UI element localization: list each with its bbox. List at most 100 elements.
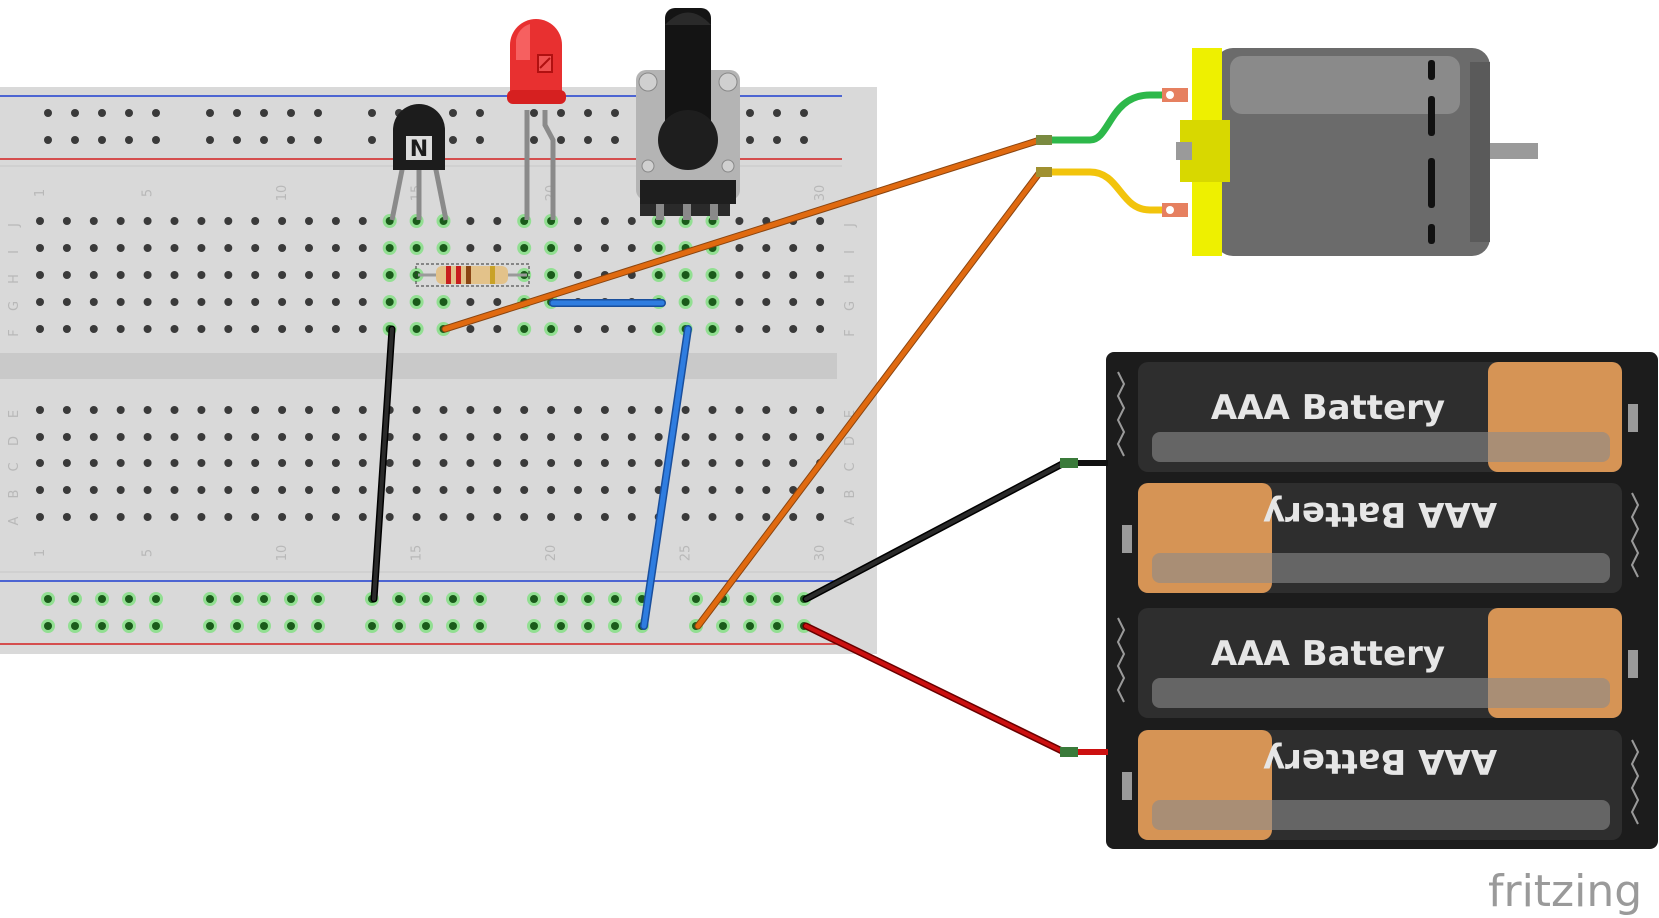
power-rail-hole[interactable]	[719, 622, 727, 630]
breadboard-hole[interactable]	[358, 433, 367, 441]
breadboard-hole[interactable]	[62, 406, 71, 414]
power-rail-hole[interactable]	[395, 622, 403, 630]
power-rail-hole[interactable]	[233, 109, 241, 117]
breadboard-hole[interactable]	[36, 325, 44, 333]
breadboard-hole[interactable]	[197, 298, 206, 306]
breadboard-hole[interactable]	[708, 325, 717, 333]
breadboard-hole[interactable]	[251, 433, 260, 441]
breadboard-hole[interactable]	[466, 217, 475, 225]
breadboard-hole[interactable]	[385, 271, 394, 279]
power-rail-hole[interactable]	[98, 595, 106, 603]
breadboard-hole[interactable]	[816, 486, 825, 494]
breadboard-hole[interactable]	[412, 325, 421, 333]
power-rail-hole[interactable]	[584, 622, 592, 630]
breadboard-hole[interactable]	[762, 486, 771, 494]
breadboard-hole[interactable]	[735, 513, 744, 521]
breadboard-hole[interactable]	[547, 406, 556, 414]
breadboard-hole[interactable]	[412, 298, 421, 306]
breadboard-hole[interactable]	[520, 325, 529, 333]
breadboard-hole[interactable]	[600, 513, 609, 521]
power-rail-hole[interactable]	[314, 622, 322, 630]
breadboard-hole[interactable]	[654, 406, 663, 414]
breadboard-hole[interactable]	[789, 406, 798, 414]
breadboard-hole[interactable]	[439, 459, 448, 467]
breadboard-hole[interactable]	[816, 298, 825, 306]
breadboard-hole[interactable]	[681, 486, 690, 494]
power-rail-hole[interactable]	[44, 622, 52, 630]
breadboard-hole[interactable]	[170, 217, 179, 225]
breadboard-hole[interactable]	[520, 459, 529, 467]
breadboard-hole[interactable]	[412, 433, 421, 441]
breadboard-hole[interactable]	[439, 244, 448, 252]
breadboard-hole[interactable]	[762, 298, 771, 306]
power-rail-hole[interactable]	[557, 136, 565, 144]
breadboard-hole[interactable]	[466, 459, 475, 467]
breadboard-hole[interactable]	[62, 298, 71, 306]
breadboard-hole[interactable]	[547, 486, 556, 494]
power-rail-hole[interactable]	[692, 595, 700, 603]
breadboard-hole[interactable]	[816, 244, 825, 252]
breadboard-hole[interactable]	[816, 406, 825, 414]
breadboard-hole[interactable]	[385, 244, 394, 252]
power-rail-hole[interactable]	[800, 136, 808, 144]
breadboard-hole[interactable]	[62, 271, 71, 279]
breadboard-hole[interactable]	[574, 513, 582, 521]
breadboard-hole[interactable]	[789, 244, 798, 252]
breadboard-hole[interactable]	[278, 244, 287, 252]
breadboard-hole[interactable]	[439, 298, 448, 306]
breadboard-hole[interactable]	[143, 217, 152, 225]
breadboard-hole[interactable]	[816, 217, 825, 225]
breadboard-hole[interactable]	[62, 244, 71, 252]
breadboard-hole[interactable]	[681, 513, 690, 521]
breadboard-hole[interactable]	[331, 459, 340, 467]
breadboard-hole[interactable]	[493, 244, 502, 252]
power-rail-hole[interactable]	[611, 595, 619, 603]
breadboard-hole[interactable]	[170, 486, 179, 494]
breadboard-hole[interactable]	[708, 459, 717, 467]
breadboard-hole[interactable]	[547, 325, 556, 333]
breadboard-hole[interactable]	[116, 298, 125, 306]
breadboard-hole[interactable]	[62, 459, 71, 467]
breadboard-hole[interactable]	[170, 298, 179, 306]
breadboard-hole[interactable]	[681, 271, 690, 279]
breadboard-hole[interactable]	[224, 271, 233, 279]
power-rail-hole[interactable]	[449, 595, 457, 603]
breadboard-hole[interactable]	[62, 325, 71, 333]
breadboard-hole[interactable]	[735, 271, 744, 279]
breadboard-hole[interactable]	[251, 298, 260, 306]
breadboard-hole[interactable]	[654, 459, 663, 467]
breadboard-hole[interactable]	[278, 298, 287, 306]
breadboard-hole[interactable]	[331, 271, 340, 279]
power-rail-hole[interactable]	[206, 622, 214, 630]
power-rail-hole[interactable]	[233, 622, 241, 630]
breadboard-hole[interactable]	[89, 433, 98, 441]
breadboard-hole[interactable]	[224, 217, 233, 225]
power-rail-hole[interactable]	[368, 109, 376, 117]
breadboard-hole[interactable]	[358, 298, 367, 306]
breadboard-hole[interactable]	[493, 433, 502, 441]
breadboard-hole[interactable]	[412, 244, 421, 252]
breadboard-hole[interactable]	[251, 513, 260, 521]
breadboard-hole[interactable]	[600, 406, 609, 414]
power-rail-hole[interactable]	[287, 136, 295, 144]
breadboard-hole[interactable]	[224, 325, 233, 333]
breadboard-hole[interactable]	[224, 459, 233, 467]
breadboard-hole[interactable]	[170, 325, 179, 333]
power-rail-hole[interactable]	[449, 136, 457, 144]
breadboard-hole[interactable]	[36, 486, 44, 494]
breadboard-hole[interactable]	[412, 459, 421, 467]
breadboard-hole[interactable]	[358, 325, 367, 333]
breadboard-hole[interactable]	[62, 217, 71, 225]
breadboard-hole[interactable]	[520, 513, 529, 521]
breadboard-hole[interactable]	[520, 433, 529, 441]
power-rail-hole[interactable]	[368, 136, 376, 144]
power-rail-hole[interactable]	[584, 136, 592, 144]
breadboard-hole[interactable]	[627, 486, 636, 494]
breadboard-hole[interactable]	[466, 298, 475, 306]
breadboard-hole[interactable]	[574, 217, 582, 225]
breadboard-hole[interactable]	[251, 486, 260, 494]
breadboard-hole[interactable]	[278, 459, 287, 467]
breadboard-hole[interactable]	[62, 513, 71, 521]
breadboard-hole[interactable]	[116, 406, 125, 414]
breadboard-hole[interactable]	[385, 486, 394, 494]
